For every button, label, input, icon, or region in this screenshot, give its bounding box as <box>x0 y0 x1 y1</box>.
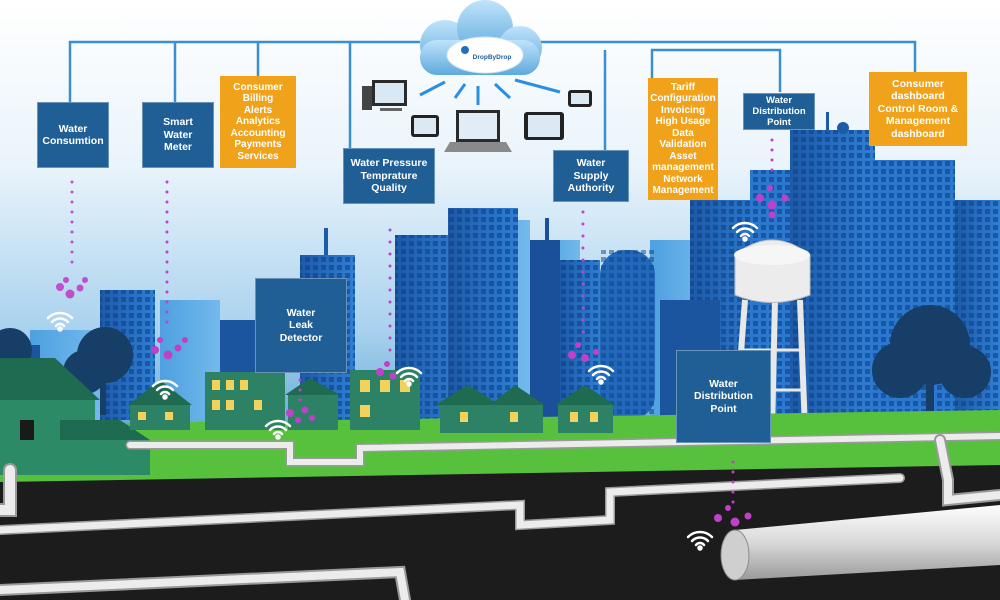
label-line: Accounting <box>230 127 286 139</box>
label-line: Water <box>576 157 606 170</box>
wifi-icon <box>587 364 615 385</box>
label-line: Water <box>765 95 793 106</box>
label-line: Data <box>672 127 694 139</box>
cloud-to-device-arrows <box>419 78 561 105</box>
label-line: Quality <box>371 182 407 195</box>
house-icon <box>435 385 615 433</box>
label-line: Leak <box>289 319 313 332</box>
brand-logo: DropByDrop <box>473 54 512 61</box>
label-line: Validation <box>659 139 707 150</box>
tablet-icon <box>411 115 439 137</box>
wifi-icon <box>395 366 423 387</box>
label-line: Payments <box>234 139 282 151</box>
label-line: Point <box>767 117 791 128</box>
label-line: Services <box>237 150 279 162</box>
wifi-icon <box>731 221 759 242</box>
label-line: Invoicing <box>661 104 705 116</box>
house-icon <box>128 380 192 430</box>
cloud-icon: DropByDrop <box>420 0 542 75</box>
pipe-icon <box>0 431 1000 600</box>
house-icon <box>205 372 285 430</box>
house-icon <box>0 358 150 475</box>
label-line: Smart <box>163 116 193 129</box>
label-line: Water <box>709 377 738 390</box>
signal-dots <box>56 138 789 527</box>
label-line: Detector <box>279 331 323 344</box>
label-line: dashboard <box>891 90 945 103</box>
label-line: Distribution <box>752 106 806 117</box>
laptop-icon <box>444 110 512 152</box>
house-icon <box>350 370 420 430</box>
desktop-computer-icon <box>362 80 407 111</box>
label-line: Management <box>885 115 951 128</box>
label-line: Supply <box>573 169 609 182</box>
tablet-icon <box>524 112 564 140</box>
label-line: Consumer <box>233 81 283 93</box>
label-line: Management <box>652 185 714 196</box>
label-line: Configuration <box>650 93 716 104</box>
label-line: Control Room & <box>877 102 959 115</box>
label-line: Temprature <box>360 169 418 182</box>
smartphone-icon <box>568 90 592 107</box>
label-line: Water <box>58 122 88 135</box>
label-line: Analytics <box>235 116 281 128</box>
label-line: Network <box>663 173 703 185</box>
label-line: High Usage <box>655 116 711 127</box>
label-line: Water Pressure <box>350 157 428 170</box>
wifi-icon <box>686 530 714 551</box>
label-line: Tariff <box>670 81 696 93</box>
network-connectors <box>68 40 917 150</box>
label-line: Authority <box>567 182 615 195</box>
label-line: management <box>652 162 714 173</box>
label-line: Billing <box>242 93 274 105</box>
wifi-icon <box>264 419 292 440</box>
label-line: Consumtion <box>42 135 104 147</box>
tree-icon <box>0 305 991 425</box>
label-line: Consumer <box>892 77 944 90</box>
label-line: dashboard <box>891 127 945 140</box>
label-line: Point <box>710 402 737 415</box>
water-tower-icon <box>732 239 811 431</box>
label-line: Water <box>286 306 316 319</box>
wifi-icon <box>151 379 179 400</box>
label-line: Meter <box>163 141 192 154</box>
label-line: Alerts <box>243 104 273 116</box>
label-line: Water <box>163 128 193 141</box>
wifi-icon <box>46 311 74 332</box>
main-water-pipe <box>720 505 1000 581</box>
label-line: Distribution <box>694 390 753 403</box>
label-line: Asset <box>669 150 697 162</box>
